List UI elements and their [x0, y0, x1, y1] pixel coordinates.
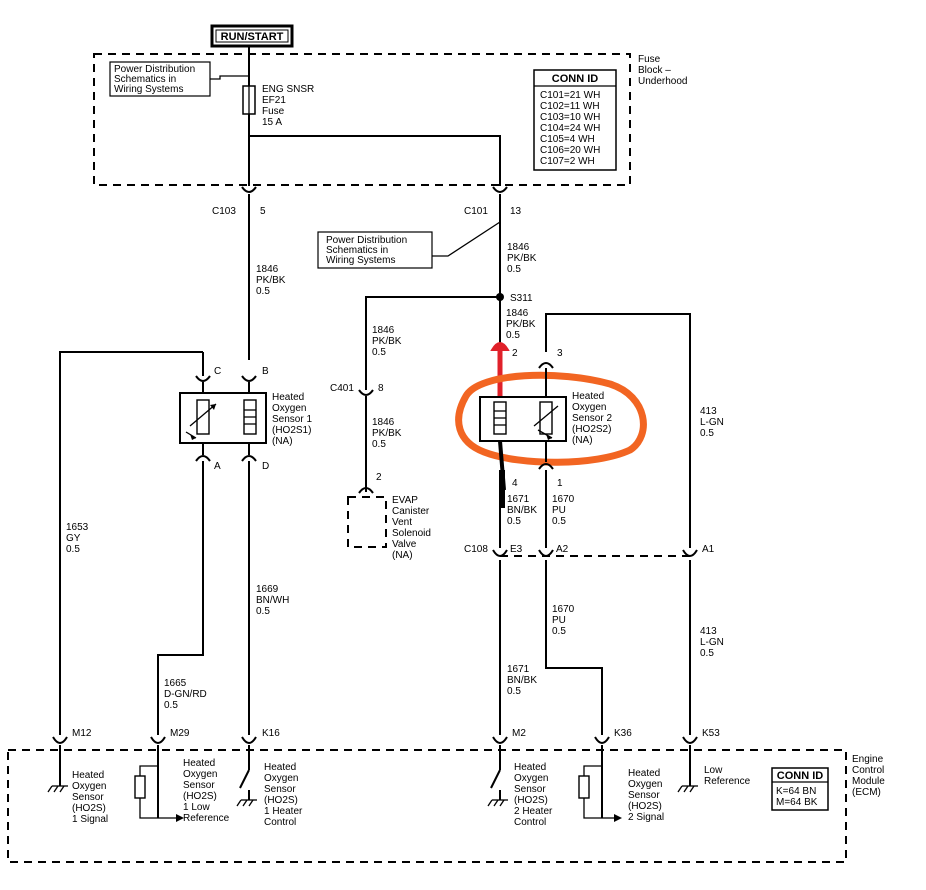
ecm-k16-circuit: Heated Oxygen Sensor (HO2S) 1 Heater Con…	[236, 745, 305, 828]
svg-text:RUN/START: RUN/START	[221, 31, 284, 43]
wire-1653-label: 1653 GY 0.5	[66, 522, 91, 555]
svg-text:E3: E3	[510, 544, 523, 555]
red-pin-marker	[490, 342, 510, 351]
svg-text:S311: S311	[510, 293, 533, 304]
svg-text:A: A	[214, 461, 221, 472]
wire-413	[545, 313, 691, 548]
connector-c108: C108 E3 A2 A1	[464, 544, 715, 557]
power-distribution-ref-mid: Power Distribution Schematics in Wiring …	[317, 221, 501, 269]
conn-id-table-top: CONN ID C101=21 WH C102=11 WH C103=10 WH…	[533, 69, 617, 171]
sensor1-pins: C B A D	[195, 366, 269, 472]
eng-snsr-fuse: ENG SNSR EF21 Fuse 15 A	[242, 84, 317, 128]
wire-1669-label: 1669 BN/WH 0.5	[256, 584, 292, 617]
ecm-k36-circuit: Heated Oxygen Sensor (HO2S) 2 Signal	[578, 745, 665, 823]
fuse-block-border	[93, 53, 631, 186]
wire-1665-label: 1665 D-GN/RD 0.5	[164, 678, 210, 711]
svg-text:M12: M12	[72, 728, 92, 739]
svg-text:CONN ID: CONN ID	[777, 770, 824, 782]
svg-text:ENG SNSR EF21 Fuse: ENG SNSR EF21 Fuse 15 A	[262, 84, 317, 128]
svg-text:13: 13	[510, 206, 522, 217]
svg-text:Power Distribution Schem: Power Distribution Schematics in Wiring …	[114, 64, 198, 95]
svg-text:C101: C101	[464, 206, 488, 217]
ecm-k53-circuit: Low Reference	[677, 745, 751, 793]
svg-text:Heated Oxygen Sens: Heated Oxygen Sensor (HO2S) 1 Signal	[72, 770, 109, 825]
svg-text:M29: M29	[170, 728, 190, 739]
svg-text:Heated Oxygen Sens: Heated Oxygen Sensor 2 (HO2S2) (NA)	[572, 391, 615, 446]
wire-1665	[157, 461, 204, 735]
ecm-pins: M12 M29 K16 M2 K36 K53	[52, 728, 720, 744]
wire-1846-right-top: 1846 PK/BK 0.5	[507, 242, 539, 275]
ecm-m2-circuit: Heated Oxygen Sensor (HO2S) 2 Heater Con…	[487, 745, 555, 828]
svg-text:A1: A1	[702, 544, 715, 555]
svg-text:K53: K53	[702, 728, 720, 739]
svg-text:C401: C401	[330, 383, 354, 394]
svg-text:A2: A2	[556, 544, 569, 555]
svg-text:Heated Oxygen Sens: Heated Oxygen Sensor (HO2S) 2 Heater Con…	[514, 762, 555, 828]
sensor2-pin-2: 2	[512, 348, 518, 359]
svg-text:4: 4	[512, 478, 518, 489]
svg-text:M2: M2	[512, 728, 526, 739]
connector-c101: C101 13	[464, 186, 522, 350]
connector-c401: C401 8	[330, 383, 384, 492]
ecm-m12-circuit: Heated Oxygen Sensor (HO2S) 1 Signal	[47, 745, 109, 825]
svg-text:C108: C108	[464, 544, 488, 555]
heated-oxygen-sensor-2: Heated Oxygen Sensor 2 (HO2S2) (NA)	[479, 391, 615, 446]
evap-canister-vent-valve: 2 EVAP Canister Vent Solenoid Valve (NA)	[347, 472, 434, 561]
svg-text:D: D	[262, 461, 269, 472]
wire-1670-top-label: 1670 PU 0.5	[552, 494, 577, 527]
svg-text:EVAP Canister Vent: EVAP Canister Vent Solenoid Valve (NA)	[392, 495, 434, 561]
wire-413-top-label: 413 L-GN 0.5	[700, 406, 727, 439]
wire-1846-s2: 1846 PK/BK 0.5	[506, 308, 538, 341]
highlight-circle-annotation	[455, 371, 647, 466]
svg-text:1: 1	[557, 478, 563, 489]
connector-c103: C103 5	[212, 186, 266, 360]
svg-text:B: B	[262, 366, 269, 377]
wire-1671-bot-label: 1671 BN/BK 0.5	[507, 664, 540, 697]
svg-text:C101=21 WH C102=11 WH: C101=21 WH C102=11 WH C103=10 WH C104=24…	[540, 90, 603, 167]
svg-text:Heated Oxygen Sens: Heated Oxygen Sensor (HO2S) 2 Signal	[628, 768, 665, 823]
svg-text:C103: C103	[212, 206, 236, 217]
svg-text:8: 8	[378, 383, 384, 394]
wire-413-bot-label: 413 L-GN 0.5	[700, 626, 727, 659]
sensor2-pins: 3 1 4	[498, 348, 563, 491]
svg-text:5: 5	[260, 206, 266, 217]
svg-text:K=64 BN M=64 BK: K=64 BN M=64 BK	[776, 786, 819, 808]
ecm-m29-circuit: Heated Oxygen Sensor (HO2S) 1 Low Refere…	[134, 745, 230, 824]
svg-text:Heated Oxygen Sens: Heated Oxygen Sensor (HO2S) 1 Heater Con…	[264, 762, 305, 828]
svg-text:2: 2	[376, 472, 382, 483]
svg-text:Low Reference: Low Reference	[704, 765, 751, 787]
fuse-block-label: Fuse Block – Underhood	[638, 54, 687, 87]
svg-text:K16: K16	[262, 728, 280, 739]
wire-1670-bot-label: 1670 PU 0.5	[552, 604, 577, 637]
wire-1671-top-label: 1671 BN/BK 0.5	[507, 494, 540, 527]
wire-1846-evap-bot: 1846 PK/BK 0.5	[372, 417, 404, 450]
conn-id-table-ecm: CONN ID K=64 BN M=64 BK	[771, 767, 829, 811]
svg-text:Heated Oxygen Sens: Heated Oxygen Sensor (HO2S) 1 Low Refere…	[183, 758, 230, 824]
svg-text:C: C	[214, 366, 221, 377]
power-distribution-ref-top: Power Distribution Schematics in Wiring …	[109, 61, 249, 97]
svg-text:Heated Oxygen Sens: Heated Oxygen Sensor 1 (HO2S1) (NA)	[272, 392, 315, 447]
heated-oxygen-sensor-1: Heated Oxygen Sensor 1 (HO2S1) (NA)	[179, 392, 315, 447]
wire-1846-left: 1846 PK/BK 0.5	[256, 264, 288, 297]
svg-text:K36: K36	[614, 728, 632, 739]
splice-s311: S311	[365, 293, 533, 390]
svg-text:3: 3	[557, 348, 563, 359]
wire-1846-evap-top: 1846 PK/BK 0.5	[372, 325, 404, 358]
svg-text:Power Distribution Schem: Power Distribution Schematics in Wiring …	[326, 235, 410, 266]
run-start-label: RUN/START	[210, 24, 294, 48]
ecm-label: Engine Control Module (ECM)	[852, 754, 888, 798]
wire-1653	[59, 351, 196, 735]
svg-text:CONN ID: CONN ID	[552, 73, 599, 85]
